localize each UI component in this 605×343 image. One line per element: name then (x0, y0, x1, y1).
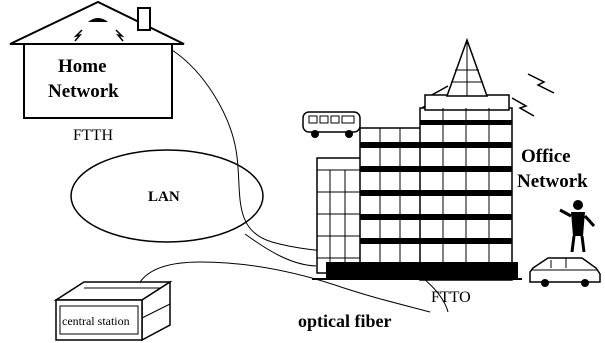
fiber-line-central-to-office (139, 261, 431, 313)
office-title-line1: Office (521, 146, 571, 167)
fiber-line-lan-loop (244, 233, 317, 267)
central-station-label: central station (62, 314, 130, 328)
bus-icon (302, 111, 361, 138)
home-house (9, 0, 185, 119)
office-building (312, 37, 522, 281)
ftth-label: FTTH (73, 127, 113, 144)
lan-ellipse (70, 149, 264, 243)
person-icon (559, 200, 596, 253)
ftto-label: FTTO (431, 289, 471, 306)
home-title-line2: Network (48, 81, 119, 102)
car-icon (529, 257, 601, 287)
home-title-line1: Home (58, 56, 107, 77)
lan-label: LAN (148, 189, 180, 205)
office-title-line2: Network (517, 171, 588, 192)
central-station-box (53, 280, 173, 342)
optical-fiber-label: optical fiber (298, 311, 391, 331)
